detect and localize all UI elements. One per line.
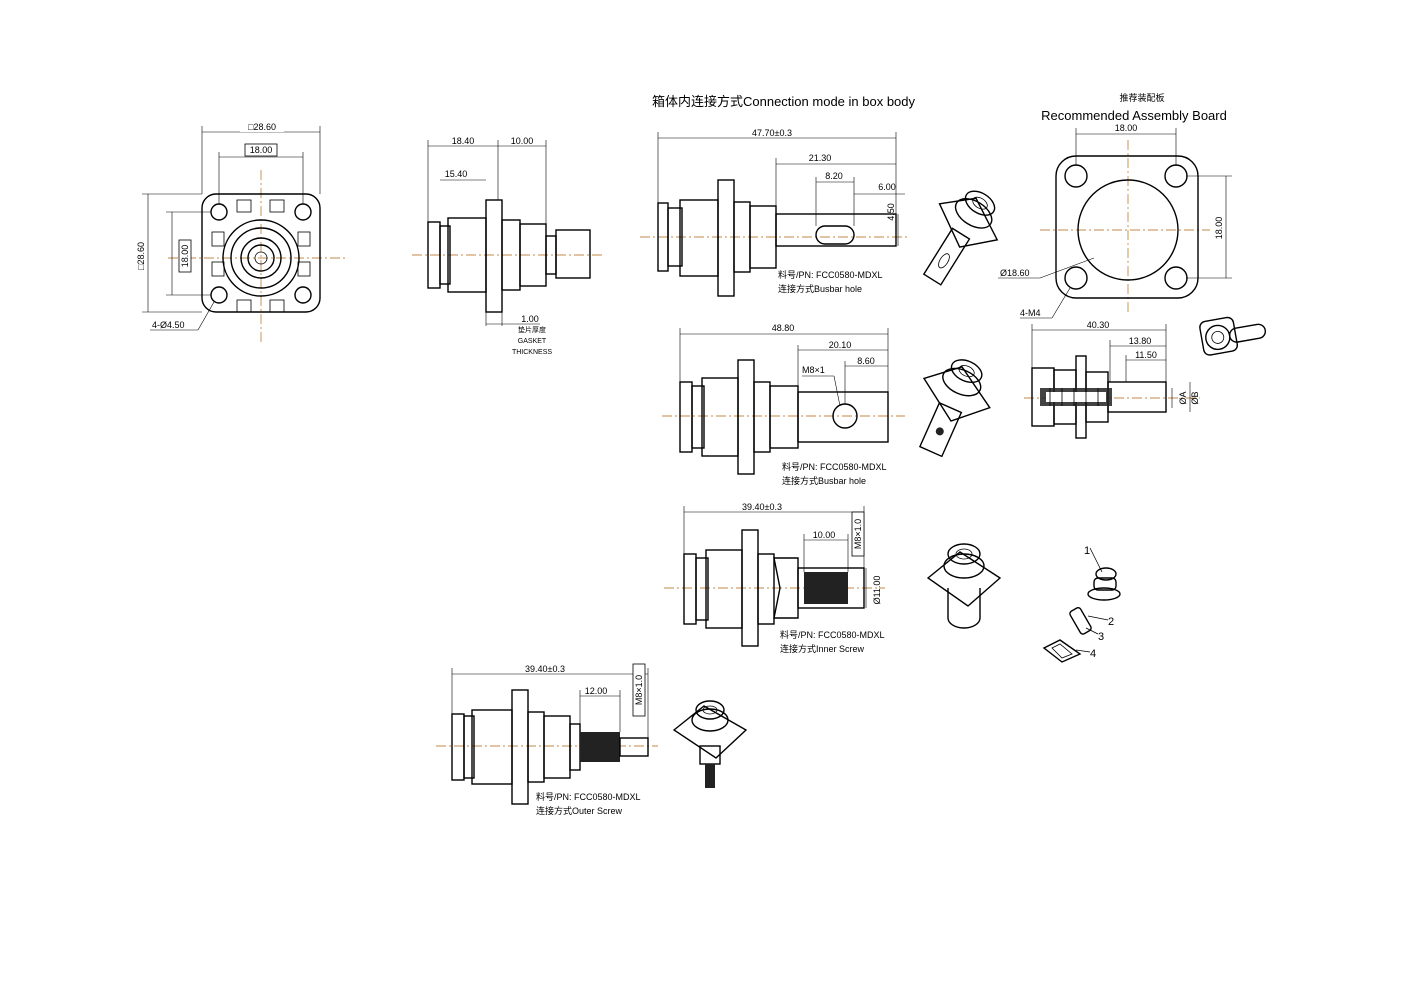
side-view: 18.40 10.00 15.40 1.00 垫片厚度 GASKET THICK… [412, 136, 605, 356]
inner-screw-view: 39.40±0.3 10.00 M8×1.0 Ø11.00 料号/PN: FCC… [664, 502, 885, 654]
inner-part-label: 料号/PN: FCC0580-MDXL [780, 629, 885, 640]
section-dia-b-label: ØB [1190, 391, 1200, 404]
explode-item-3: 3 [1098, 631, 1104, 643]
board-title-cn: 推荐装配板 [1119, 92, 1164, 103]
side-gasket-en-2-label: THICKNESS [512, 349, 552, 356]
outer-thread-length-label: 12.00 [585, 686, 608, 696]
explode-item-4: 4 [1090, 648, 1096, 660]
board-title: Recommended Assembly Board [1041, 108, 1227, 123]
section-dia-a-label: ØA [1178, 391, 1188, 404]
board-mount-holes-label: 4-M4 [1020, 308, 1041, 318]
inner-diameter-label: Ø11.00 [872, 576, 882, 605]
iso-connector-board [1199, 316, 1267, 356]
slot-part-label: 料号/PN: FCC0580-MDXL [778, 269, 883, 280]
explode-item-2: 2 [1108, 616, 1114, 628]
side-gasket-label: 1.00 [521, 314, 539, 324]
hole-part-label: 料号/PN: FCC0580-MDXL [782, 461, 887, 472]
busbar-hole-view: 48.80 20.10 8.60 M8×1 料号/PN: FCC0580-MDX… [662, 323, 905, 486]
board-center-hole-label: Ø18.60 [1000, 268, 1030, 278]
side-length-a-label: 18.40 [452, 136, 475, 146]
busbar-slot-view: 箱体内连接方式Connection mode in box body 47.70… [640, 94, 916, 297]
slot-length-label: 21.30 [809, 153, 832, 163]
inner-type-label: 连接方式Inner Screw [780, 643, 865, 654]
outer-type-label: 连接方式Outer Screw [536, 805, 623, 816]
inner-thread-depth-label: 10.00 [813, 530, 836, 540]
side-gasket-en-1-label: GASKET [518, 338, 547, 345]
side-gasket-cn-label: 垫片厚度 [518, 325, 546, 334]
exploded-view: 1 2 3 4 [1042, 545, 1121, 663]
section-overall-length-label: 40.30 [1087, 320, 1110, 330]
top-overall-height-label: □28.60 [136, 242, 146, 270]
section-view: 40.30 13.80 11.50 ØA ØB [1024, 320, 1200, 439]
side-length-c-label: 10.00 [511, 136, 534, 146]
assembly-board-view: 推荐装配板 Recommended Assembly Board 18.00 1… [998, 92, 1232, 319]
section-length-c-label: 11.50 [1135, 350, 1157, 360]
slot-type-label: 连接方式Busbar hole [778, 283, 862, 294]
iso-connector-slot [922, 190, 999, 286]
hole-overall-length-label: 48.80 [772, 323, 795, 333]
hole-edge-label: 8.60 [857, 356, 875, 366]
top-hole-spacing-y-label: 18.00 [180, 245, 190, 268]
outer-overall-length-label: 39.40±0.3 [525, 664, 565, 674]
outer-thread-spec-label: M8×1.0 [634, 675, 644, 705]
iso-connector-inner-screw [926, 543, 1002, 629]
hole-offset-label: 20.10 [829, 340, 852, 350]
side-length-b-label: 15.40 [445, 169, 468, 179]
busbar-slot-title: 箱体内连接方式Connection mode in box body [652, 94, 916, 109]
iso-connector-outer-screw [672, 700, 748, 788]
top-overall-width-label: □28.60 [248, 122, 276, 132]
hole-type-label: 连接方式Busbar hole [782, 475, 866, 486]
outer-part-label: 料号/PN: FCC0580-MDXL [536, 791, 641, 802]
slot-inner-label: 8.20 [825, 171, 843, 181]
board-hole-spacing-x-label: 18.00 [1115, 123, 1138, 133]
section-length-b-label: 13.80 [1129, 336, 1152, 346]
hole-thread-label: M8×1 [802, 365, 825, 375]
top-view: □28.60 18.00 □28.60 18.00 4-Ø4.50 [136, 122, 345, 342]
inner-overall-length-label: 39.40±0.3 [742, 502, 782, 512]
explode-item-1: 1 [1084, 545, 1090, 557]
inner-thread-spec-label: M8×1.0 [853, 519, 863, 549]
top-mount-holes-label: 4-Ø4.50 [152, 320, 185, 330]
slot-width-label: 4.50 [886, 203, 896, 221]
slot-thickness-label: 6.00 [878, 182, 896, 192]
board-hole-spacing-y-label: 18.00 [1214, 217, 1224, 240]
iso-connector-hole [918, 359, 991, 458]
top-hole-spacing-x-label: 18.00 [250, 145, 273, 155]
outer-screw-view: 39.40±0.3 12.00 M8×1.0 料号/PN: FCC0580-MD… [436, 663, 658, 816]
slot-overall-length-label: 47.70±0.3 [752, 128, 792, 138]
